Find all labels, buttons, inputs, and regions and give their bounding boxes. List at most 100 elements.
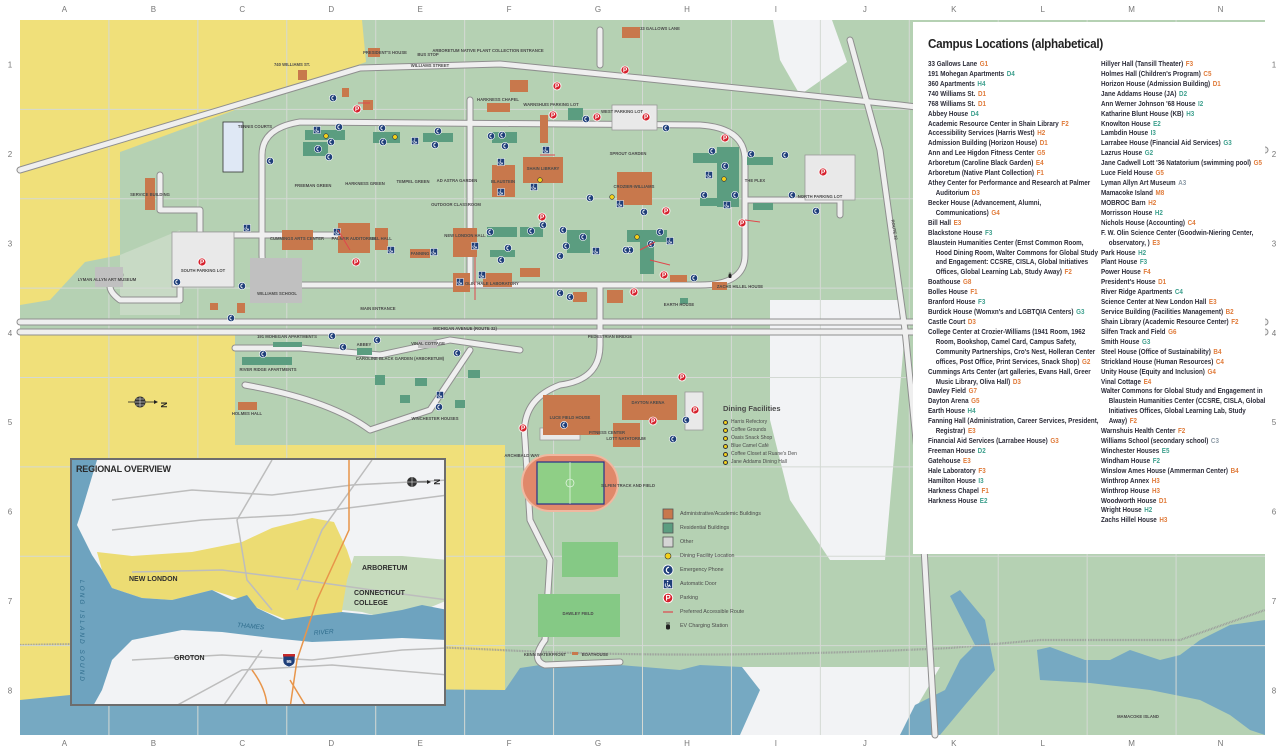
location-item[interactable]: Service Building (Facilities Management)… bbox=[1101, 307, 1273, 317]
dining-location-icon[interactable] bbox=[537, 177, 543, 183]
emergency-phone-icon[interactable] bbox=[539, 221, 547, 229]
dining-location-icon[interactable] bbox=[392, 134, 398, 140]
cummings-arts-center[interactable] bbox=[282, 230, 313, 250]
location-item[interactable]: Becker House (Advancement, Alumni, Commu… bbox=[928, 198, 1100, 218]
harkness-house[interactable] bbox=[373, 132, 400, 143]
hillyer-hall[interactable] bbox=[520, 268, 540, 277]
parking-icon[interactable] bbox=[661, 206, 671, 216]
emergency-phone-icon[interactable] bbox=[622, 246, 630, 254]
nichols-house[interactable] bbox=[210, 303, 218, 310]
emergency-phone-icon[interactable] bbox=[335, 123, 343, 131]
automatic-door-icon[interactable] bbox=[313, 126, 321, 134]
location-item[interactable]: Jane Addams House (JA)D2 bbox=[1101, 89, 1273, 99]
191-mohegan-apartments[interactable] bbox=[273, 342, 302, 347]
blackstone-house[interactable] bbox=[490, 250, 515, 257]
dining-location-icon[interactable] bbox=[609, 194, 615, 200]
location-item[interactable]: Cummings Arts Center (art galleries, Eva… bbox=[928, 367, 1100, 387]
emergency-phone-icon[interactable] bbox=[325, 153, 333, 161]
emergency-phone-icon[interactable] bbox=[700, 191, 708, 199]
location-item[interactable]: Burdick House (Womxn's and LGBTQIA Cente… bbox=[928, 307, 1100, 317]
parking-icon[interactable] bbox=[818, 167, 828, 177]
emergency-phone-icon[interactable] bbox=[662, 564, 674, 576]
automatic-door-icon[interactable] bbox=[530, 183, 538, 191]
woodworth-house[interactable] bbox=[342, 88, 349, 97]
parking-icon[interactable] bbox=[662, 592, 674, 604]
emergency-phone-icon[interactable] bbox=[486, 228, 494, 236]
parking-icon[interactable] bbox=[737, 218, 747, 228]
bolles-house[interactable] bbox=[510, 80, 528, 92]
emergency-phone-icon[interactable] bbox=[562, 242, 570, 250]
33-gallows-lane[interactable] bbox=[622, 27, 640, 38]
emergency-phone-icon[interactable] bbox=[378, 124, 386, 132]
emergency-phone-icon[interactable] bbox=[453, 349, 461, 357]
location-item[interactable]: 740 Williams St.D1 bbox=[928, 89, 1100, 99]
location-item[interactable]: Nichols House (Accounting)C4 bbox=[1101, 218, 1273, 228]
automatic-door-icon[interactable] bbox=[592, 247, 600, 255]
luce-field-house[interactable] bbox=[543, 395, 600, 435]
dining-location-icon[interactable] bbox=[634, 234, 640, 240]
emergency-phone-icon[interactable] bbox=[314, 145, 322, 153]
location-item[interactable]: Larrabee House (Financial Aid Services)G… bbox=[1101, 138, 1273, 148]
location-item[interactable]: Winslow Ames House (Ammerman Center)B4 bbox=[1101, 466, 1273, 476]
emergency-phone-icon[interactable] bbox=[721, 162, 729, 170]
automatic-door-icon[interactable] bbox=[723, 201, 731, 209]
river-ridge-apartments[interactable] bbox=[242, 357, 292, 365]
emergency-phone-icon[interactable] bbox=[579, 233, 587, 241]
emergency-phone-icon[interactable] bbox=[731, 191, 739, 199]
emergency-phone-icon[interactable] bbox=[339, 343, 347, 351]
earth-house[interactable] bbox=[680, 298, 688, 304]
emergency-phone-icon[interactable] bbox=[656, 228, 664, 236]
dining-location-icon[interactable] bbox=[721, 176, 727, 182]
dawley-field[interactable] bbox=[538, 594, 620, 637]
location-item[interactable]: Arboretum (Native Plant Collection)F1 bbox=[928, 168, 1100, 178]
winchester-house[interactable] bbox=[375, 375, 385, 385]
parking-icon[interactable] bbox=[552, 81, 562, 91]
location-item[interactable]: Shain Library (Academic Resource Center)… bbox=[1101, 317, 1273, 327]
automatic-door-icon[interactable] bbox=[663, 579, 673, 589]
emergency-phone-icon[interactable] bbox=[504, 244, 512, 252]
ev-charging-icon[interactable] bbox=[728, 272, 732, 279]
lazrus-house[interactable] bbox=[568, 108, 583, 120]
location-item[interactable]: Blaustein Humanities Center (Ernst Commo… bbox=[928, 238, 1100, 278]
emergency-phone-icon[interactable] bbox=[812, 207, 820, 215]
smith-burdick[interactable] bbox=[567, 230, 590, 253]
parking-icon[interactable] bbox=[197, 257, 207, 267]
automatic-door-icon[interactable] bbox=[333, 228, 341, 236]
emergency-phone-icon[interactable] bbox=[498, 131, 506, 139]
crozier-williams[interactable] bbox=[617, 172, 652, 205]
parking-icon[interactable] bbox=[620, 65, 630, 75]
emergency-phone-icon[interactable] bbox=[690, 274, 698, 282]
katharine-blunt[interactable] bbox=[640, 242, 654, 274]
abbey-house[interactable] bbox=[357, 348, 372, 355]
location-item[interactable]: Financial Aid Services (Larrabee House)G… bbox=[928, 436, 1100, 446]
location-item[interactable]: F. W. Olin Science Center (Goodwin-Nieri… bbox=[1101, 228, 1273, 248]
harkness-chapel[interactable] bbox=[487, 103, 510, 112]
parking-icon[interactable] bbox=[720, 133, 730, 143]
automatic-door-icon[interactable] bbox=[456, 278, 464, 286]
emergency-phone-icon[interactable] bbox=[266, 157, 274, 165]
emergency-phone-icon[interactable] bbox=[329, 94, 337, 102]
